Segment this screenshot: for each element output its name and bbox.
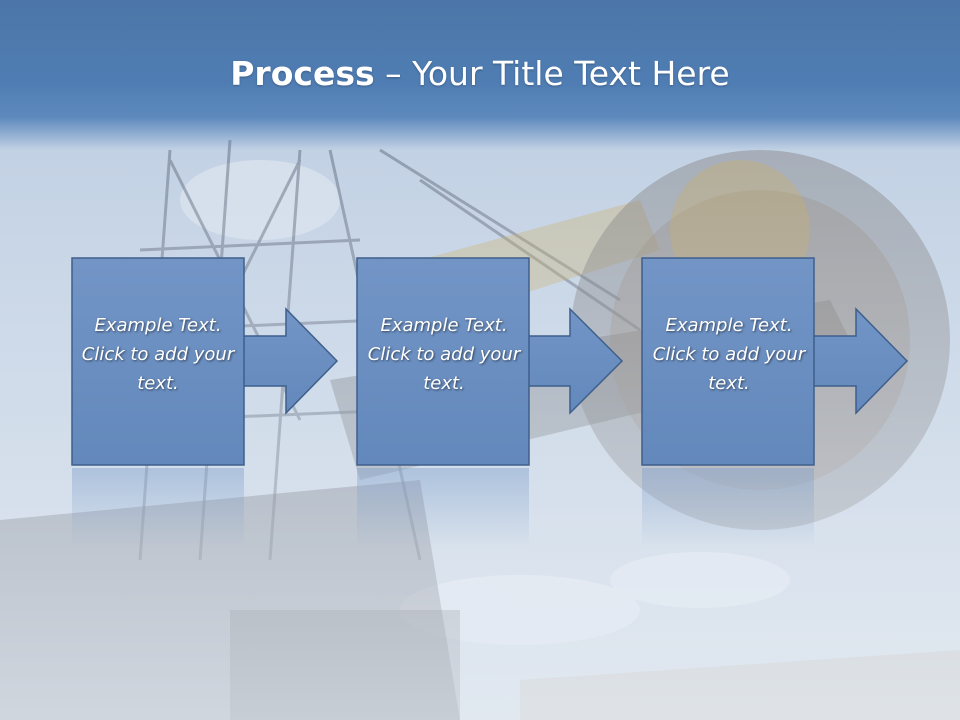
- step-3-text[interactable]: Example Text. Click to add your text.: [652, 315, 806, 394]
- slide-title[interactable]: Process – Your Title Text Here: [0, 52, 960, 96]
- title-bold: Process: [230, 54, 375, 93]
- arrow-2[interactable]: [524, 307, 624, 415]
- arrow-3[interactable]: [809, 307, 909, 415]
- step-1-text[interactable]: Example Text. Click to add your text.: [81, 315, 235, 394]
- step-box-3[interactable]: [641, 257, 815, 466]
- title-band: [0, 0, 960, 150]
- step-2-text[interactable]: Example Text. Click to add your text.: [367, 315, 521, 394]
- title-rest: – Your Title Text Here: [374, 54, 730, 93]
- arrow-1[interactable]: [239, 307, 339, 415]
- step-box-2[interactable]: [356, 257, 530, 466]
- step-box-1[interactable]: [71, 257, 245, 466]
- reflections: [72, 468, 814, 548]
